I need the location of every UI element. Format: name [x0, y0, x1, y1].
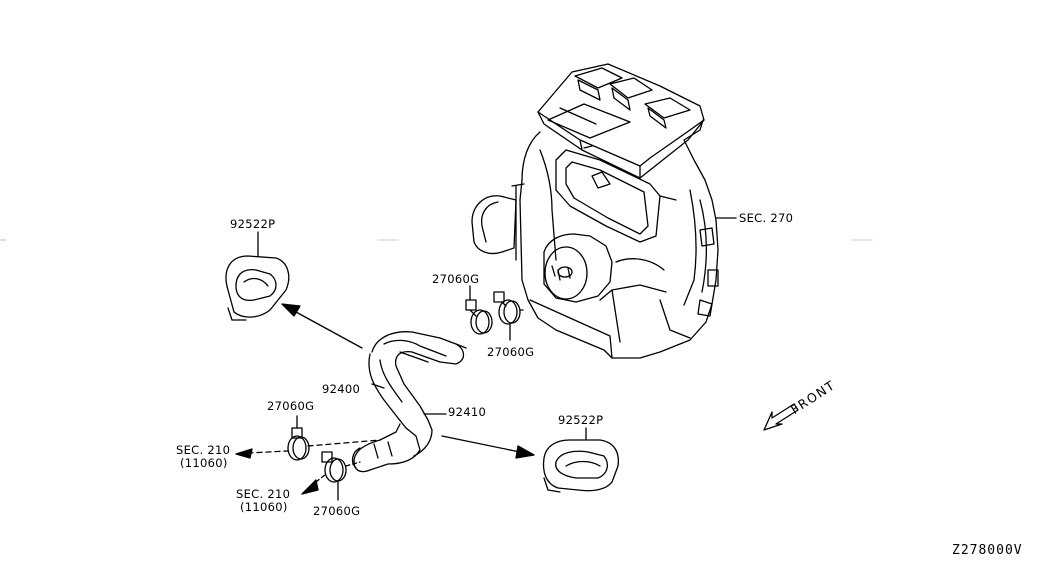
label-clamp-top-left: 27060G	[432, 272, 480, 286]
heater-hose-92410	[353, 420, 432, 472]
label-sec-210-upper: SEC. 210	[176, 443, 231, 457]
label-clip-lower-right: 92522P	[558, 413, 604, 427]
label-sec-210-lower-sub: (11060)	[240, 500, 288, 514]
clamp-bottom	[322, 452, 346, 500]
heater-hose-92400	[369, 332, 466, 428]
clamp-top-left	[466, 286, 492, 334]
heater-unit-assembly	[472, 64, 718, 358]
drawing-ref-number: Z278000V	[952, 543, 1023, 558]
clip-upper-left	[226, 232, 289, 320]
label-clamp-top-right: 27060G	[487, 345, 535, 359]
label-sec-210-upper-sub: (11060)	[180, 456, 228, 470]
front-arrow	[764, 404, 798, 430]
label-clip-upper-left: 92522P	[230, 217, 276, 231]
clamp-bottom-left	[288, 416, 309, 460]
label-sec-210-lower: SEC. 210	[236, 487, 291, 501]
clamp-top-right	[494, 292, 526, 340]
label-clamp-bottom: 27060G	[313, 504, 361, 518]
label-clamp-bottom-left: 27060G	[267, 399, 315, 413]
label-hose-92410: 92410	[448, 405, 487, 419]
label-sec-270: SEC. 270	[739, 211, 794, 225]
label-hose-92400: 92400	[322, 382, 361, 396]
clip-lower-right	[544, 428, 619, 492]
